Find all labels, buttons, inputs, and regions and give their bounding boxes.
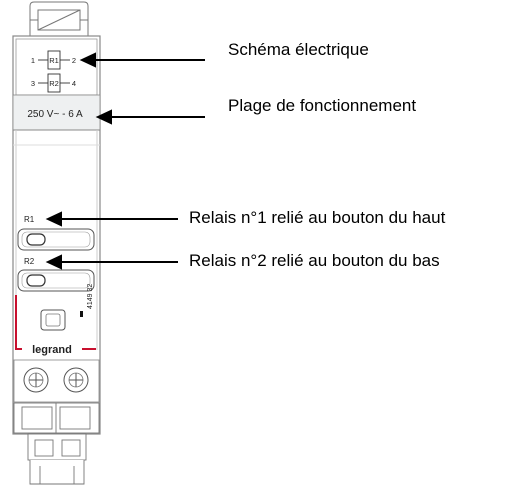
annotation-arrows xyxy=(45,52,205,270)
terminal-2: 2 xyxy=(72,56,76,65)
indicator-window xyxy=(40,309,66,331)
relay-r1-label: R1 xyxy=(49,56,59,65)
top-clip xyxy=(29,1,89,36)
relay-r2-label: R2 xyxy=(49,79,59,88)
rating-label: 250 V~ - 6 A xyxy=(27,109,83,120)
reference-number: 4149 32 xyxy=(87,284,94,309)
lower-housing xyxy=(13,402,100,485)
wiring-schema xyxy=(38,50,70,93)
brand-logo: legrand xyxy=(32,344,72,356)
annotation-relais2: Relais n°2 relié au bouton du bas xyxy=(189,251,440,270)
annotation-schema: Schéma électrique xyxy=(228,40,369,59)
switch-r2-label: R2 xyxy=(24,257,35,266)
terminal-4: 4 xyxy=(72,79,76,88)
switch-r1-label: R1 xyxy=(24,215,35,224)
switch-r1[interactable] xyxy=(17,228,95,251)
terminal-1: 1 xyxy=(31,56,35,65)
brand-frame xyxy=(15,295,96,350)
annotation-relais1: Relais n°1 relié au bouton du haut xyxy=(189,208,446,227)
terminal-3: 3 xyxy=(31,79,35,88)
annotation-plage: Plage de fonctionnement xyxy=(228,96,417,115)
reference-mark xyxy=(80,311,83,317)
switch-r2[interactable] xyxy=(17,269,95,292)
terminal-block xyxy=(13,359,100,403)
